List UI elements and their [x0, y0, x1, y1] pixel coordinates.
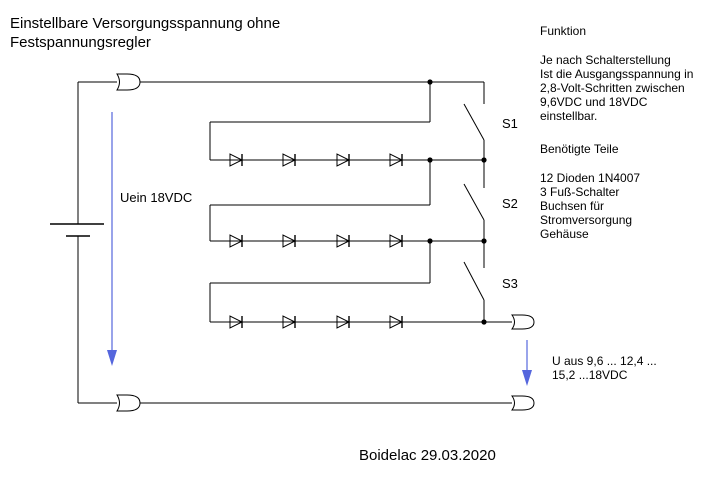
function-line: Je nach Schalterstellung: [540, 53, 671, 67]
parts-item: Gehäuse: [540, 227, 589, 241]
input-connector-top: [78, 73, 430, 91]
switch-label-s1: S1: [502, 116, 518, 131]
parts-item: 3 Fuß-Schalter: [540, 185, 620, 199]
function-line: 9,6VDC und 18VDC: [540, 95, 648, 109]
output-voltage-line-1: U aus 9,6 ... 12,4 ...: [552, 354, 657, 368]
function-line: Ist die Ausgangsspannung in: [540, 67, 694, 81]
switch-s2: [463, 183, 485, 221]
function-description: Je nach Schalterstellung Ist die Ausgang…: [540, 53, 693, 123]
input-connector-bottom: [78, 394, 512, 412]
input-voltage-label: Uein 18VDC: [120, 190, 193, 205]
output-voltage-label: U aus 9,6 ... 12,4 ... 15,2 ...18VDC: [552, 354, 657, 382]
parts-list: 12 Dioden 1N4007 3 Fuß-Schalter Buchsen …: [540, 171, 640, 241]
title-line-1: Einstellbare Versorgungsspannung ohne: [10, 15, 281, 32]
diagram-title: Einstellbare Versorgungsspannung ohne Fe…: [10, 14, 280, 52]
battery-symbol: [50, 82, 104, 403]
output-connector-top: [511, 314, 535, 330]
switch-s3: [463, 261, 485, 301]
parts-heading: Benötigte Teile: [540, 142, 619, 156]
author-date: Boidelac 29.03.2020: [359, 447, 496, 464]
parts-item: Stromversorgung: [540, 213, 633, 227]
output-connector-bottom: [511, 395, 535, 411]
switch-s1: [463, 103, 485, 141]
switch-label-s2: S2: [502, 196, 518, 211]
parts-item: Buchsen für: [540, 199, 605, 213]
output-voltage-arrow: [522, 340, 532, 386]
parts-item: 12 Dioden 1N4007: [540, 171, 641, 185]
input-voltage-arrow: [107, 112, 117, 366]
title-line-2: Festspannungsregler: [10, 34, 151, 51]
switch-label-s3: S3: [502, 276, 518, 291]
function-line: einstellbar.: [540, 109, 598, 123]
function-line: 2,8-Volt-Schritten zwischen: [540, 81, 685, 95]
junction-dots: [427, 79, 487, 325]
wiring: [209, 81, 512, 323]
function-heading: Funktion: [540, 24, 587, 38]
output-voltage-line-2: 15,2 ...18VDC: [552, 368, 628, 382]
